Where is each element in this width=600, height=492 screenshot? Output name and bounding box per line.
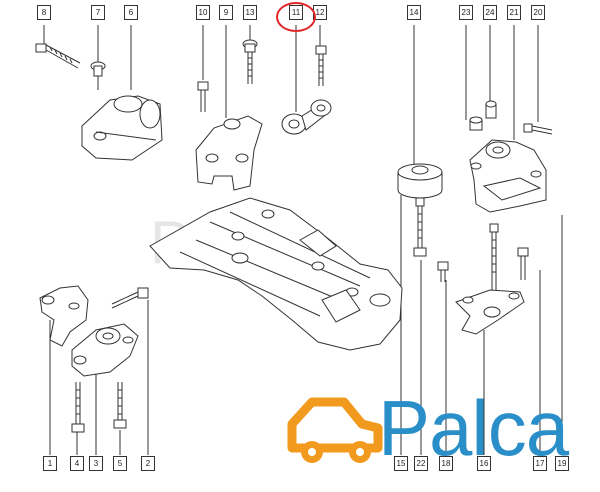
callout-18: 18 — [439, 456, 453, 471]
nut-24 — [485, 100, 497, 119]
callout-13: 13 — [243, 5, 257, 20]
callout-21: 21 — [507, 5, 521, 20]
highlight-ring — [276, 2, 316, 32]
callout-1: 1 — [43, 456, 57, 471]
callout-19: 19 — [555, 456, 569, 471]
mount-6 — [81, 95, 163, 161]
brand-logo: Palca — [282, 378, 592, 482]
bolt-2 — [111, 287, 149, 309]
bracket-9 — [195, 115, 263, 191]
bracket-16 — [455, 289, 525, 335]
torque-rod-11 — [281, 99, 332, 135]
mount-14 — [397, 163, 443, 257]
callout-5: 5 — [113, 456, 127, 471]
mount-21 — [469, 139, 547, 213]
nut-23 — [469, 116, 483, 131]
callout-2: 2 — [141, 456, 155, 471]
bolt-8 — [35, 43, 81, 69]
callout-3: 3 — [89, 456, 103, 471]
callout-9: 9 — [219, 5, 233, 20]
subframe — [149, 197, 403, 351]
callout-14: 14 — [407, 5, 421, 20]
callout-15: 15 — [394, 456, 408, 471]
mount-3 — [71, 323, 139, 377]
callout-8: 8 — [37, 5, 51, 20]
brand-name: Palca — [378, 384, 569, 472]
nut-7 — [90, 61, 106, 90]
bolt-18 — [437, 261, 449, 282]
bolt-4 — [71, 382, 85, 433]
bracket-1 — [39, 285, 89, 347]
bolt-20 — [523, 123, 553, 135]
car-icon — [287, 397, 383, 463]
callout-20: 20 — [531, 5, 545, 20]
callout-23: 23 — [459, 5, 473, 20]
callout-6: 6 — [124, 5, 138, 20]
leader-lines-bottom — [49, 195, 563, 455]
bolt-13 — [242, 39, 258, 84]
callout-4: 4 — [70, 456, 84, 471]
bolt-5 — [113, 382, 127, 429]
stud-19 — [489, 223, 499, 290]
bolt-10 — [197, 81, 209, 112]
callout-17: 17 — [533, 456, 547, 471]
callout-10: 10 — [196, 5, 210, 20]
callout-24: 24 — [483, 5, 497, 20]
callout-22: 22 — [414, 456, 428, 471]
leader-lines-top — [43, 25, 539, 165]
bolt-12 — [315, 45, 327, 86]
callout-16: 16 — [477, 456, 491, 471]
bolt-17 — [517, 247, 529, 280]
callout-7: 7 — [91, 5, 105, 20]
